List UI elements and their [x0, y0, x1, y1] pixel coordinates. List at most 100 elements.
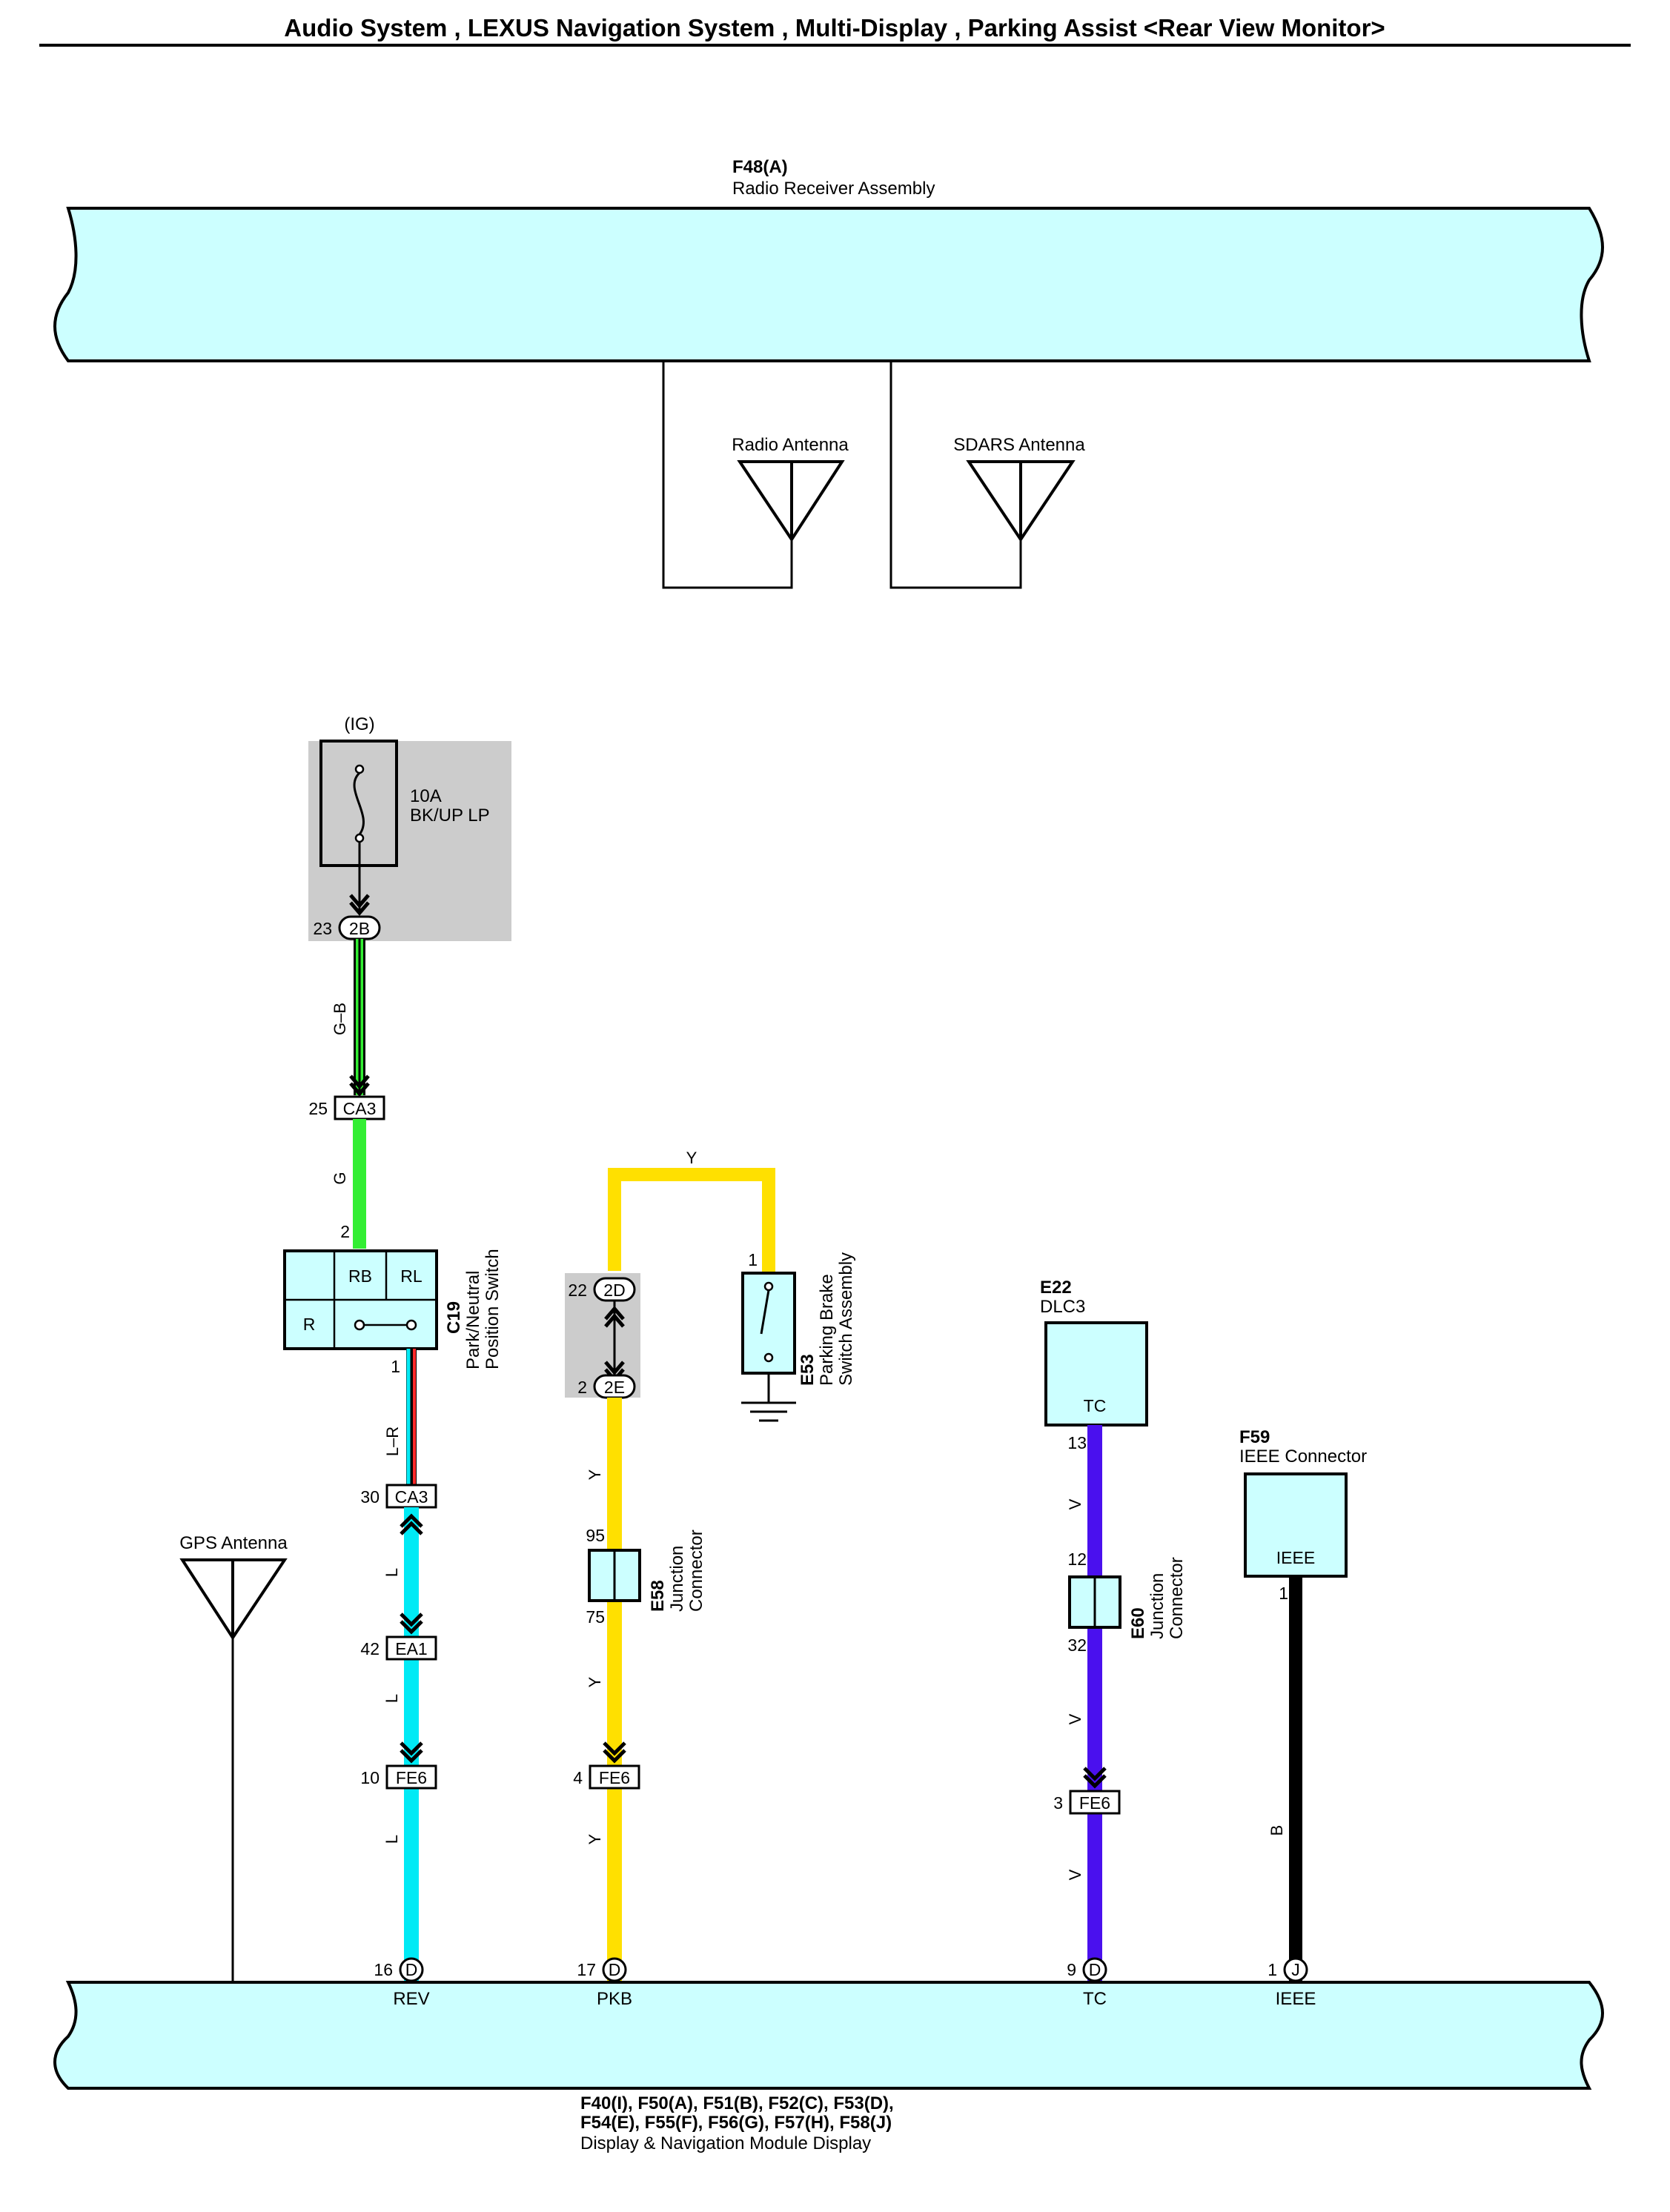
svg-text:D: D: [1089, 1960, 1101, 1979]
wire-l-label-1: L: [382, 1568, 401, 1577]
e60-pin-in: 12: [1067, 1550, 1087, 1569]
dlc3-pin: 13: [1067, 1433, 1087, 1452]
radio-antenna-wire: [662, 361, 793, 589]
wire-l-label-2: L: [382, 1694, 401, 1703]
junction-connector-e60: [1068, 1575, 1121, 1629]
parking-brake-code: E53: [798, 1354, 818, 1386]
svg-text:3: 3: [1053, 1793, 1063, 1813]
wire-v-label-2: V: [1066, 1713, 1084, 1724]
ground-icon: [741, 1373, 796, 1422]
e58-code: E58: [648, 1580, 668, 1612]
display-module-codes-2: F54(E), F55(F), F56(G), F57(H), F58(J): [580, 2113, 892, 2133]
svg-text:CA3: CA3: [343, 1099, 377, 1118]
connector-arrow-down-icon: [1083, 1767, 1107, 1789]
wire-y-label-3: Y: [586, 1833, 604, 1844]
wire-y-label-2: Y: [586, 1676, 604, 1687]
radio-receiver-name: Radio Receiver Assembly: [732, 179, 935, 199]
svg-text:17: 17: [577, 1960, 596, 1979]
parking-brake-switch: [741, 1272, 796, 1375]
terminal-tc: D 9 TC: [1067, 1957, 1107, 2009]
connector-fe6-rev: FE6 10: [360, 1764, 437, 1790]
sdars-antenna-icon: [966, 460, 1076, 542]
svg-text:TC: TC: [1083, 1989, 1107, 2009]
svg-text:CA3: CA3: [395, 1487, 428, 1507]
wire-g-label: G: [331, 1172, 349, 1184]
svg-text:IEEE: IEEE: [1276, 1989, 1316, 2009]
svg-text:2B: 2B: [349, 919, 370, 938]
svg-text:2: 2: [577, 1378, 587, 1397]
terminal-ieee: J 1 IEEE: [1268, 1957, 1316, 2009]
svg-text:PKB: PKB: [597, 1989, 632, 2009]
connector-2b: 2B 23: [313, 915, 381, 940]
wire-g-b-label: G–B: [331, 1003, 349, 1035]
connector-arrow-down-icon: [349, 1075, 370, 1097]
terminal-rev: D 16 REV: [374, 1957, 430, 2009]
svg-text:IEEE: IEEE: [1276, 1548, 1315, 1567]
park-switch-name-1: Park/Neutral: [463, 1271, 483, 1369]
sdars-antenna-wire: [889, 361, 1022, 589]
fuse-rating: 10A: [410, 786, 442, 806]
svg-text:2E: 2E: [604, 1378, 625, 1397]
parking-brake-name-1: Parking Brake: [817, 1274, 837, 1386]
radio-receiver-code: F48(A): [732, 157, 788, 177]
page-title: Audio System , LEXUS Navigation System ,…: [284, 14, 1385, 41]
junction-connector-e58: [588, 1549, 641, 1602]
svg-text:J: J: [1291, 1960, 1300, 1979]
connector-fe6-pkb: FE6 4: [573, 1764, 640, 1790]
svg-text:16: 16: [374, 1960, 393, 1979]
wire-v-label-1: V: [1066, 1498, 1084, 1509]
radio-antenna-icon: [737, 460, 845, 542]
fuse-name: BK/UP LP: [410, 806, 490, 826]
e60-code: E60: [1128, 1607, 1148, 1639]
svg-text:TC: TC: [1084, 1396, 1107, 1415]
sdars-antenna-label: SDARS Antenna: [953, 435, 1085, 455]
e60-name-1: Junction: [1147, 1573, 1167, 1639]
park-switch-pin-in: 2: [340, 1222, 350, 1241]
park-switch-pin-out: 1: [391, 1357, 400, 1376]
e58-pin-in: 95: [586, 1526, 605, 1545]
parking-brake-pin: 1: [748, 1250, 758, 1269]
e60-name-2: Connector: [1167, 1557, 1187, 1639]
connector-arrow-up-icon: [604, 1306, 625, 1328]
wire-y-label-1: Y: [586, 1469, 604, 1480]
connector-fe6-tc: FE6 3: [1053, 1790, 1121, 1815]
ieee-name: IEEE Connector: [1239, 1447, 1367, 1467]
park-switch-name-2: Position Switch: [483, 1249, 503, 1369]
ieee-pin: 1: [1279, 1584, 1288, 1603]
e58-pin-out: 75: [586, 1607, 605, 1627]
svg-text:22: 22: [568, 1281, 587, 1300]
e60-pin-out: 32: [1067, 1635, 1087, 1655]
connector-ea1: EA1 42: [360, 1635, 437, 1661]
connector-arrow-down-icon: [400, 1612, 423, 1635]
wire-b-label: B: [1268, 1825, 1286, 1836]
wire-y-top: [608, 1168, 775, 1273]
dlc3-code: E22: [1040, 1278, 1072, 1298]
svg-text:23: 23: [313, 919, 332, 938]
svg-text:10: 10: [360, 1768, 380, 1787]
wire-l-label-3: L: [382, 1835, 401, 1844]
dlc3-connector: TC: [1044, 1321, 1148, 1426]
ieee-connector: IEEE: [1244, 1472, 1348, 1578]
svg-text:REV: REV: [393, 1989, 429, 2009]
connector-2e: 2E 2: [577, 1374, 636, 1399]
connector-ca3-bottom: CA3 30: [360, 1484, 437, 1509]
svg-text:42: 42: [360, 1639, 380, 1658]
svg-text:RL: RL: [400, 1266, 423, 1286]
svg-text:FE6: FE6: [396, 1768, 427, 1787]
svg-text:25: 25: [308, 1099, 328, 1118]
connector-2d: 2D 22: [568, 1277, 636, 1302]
display-module-codes-1: F40(I), F50(A), F51(B), F52(C), F53(D),: [580, 2093, 894, 2113]
svg-text:EA1: EA1: [395, 1639, 427, 1658]
svg-text:D: D: [609, 1960, 621, 1979]
svg-text:2D: 2D: [603, 1281, 625, 1300]
terminal-pkb: D 17 PKB: [577, 1957, 632, 2009]
dlc3-name: DLC3: [1040, 1297, 1085, 1317]
ig-supply-label: (IG): [344, 714, 374, 734]
gps-antenna-label: GPS Antenna: [179, 1533, 288, 1553]
park-switch-code: C19: [444, 1301, 464, 1334]
ieee-code: F59: [1239, 1427, 1270, 1447]
relay-block-shade: [308, 741, 511, 941]
park-neutral-position-switch: RB RL R: [283, 1249, 438, 1350]
svg-text:9: 9: [1067, 1960, 1076, 1979]
